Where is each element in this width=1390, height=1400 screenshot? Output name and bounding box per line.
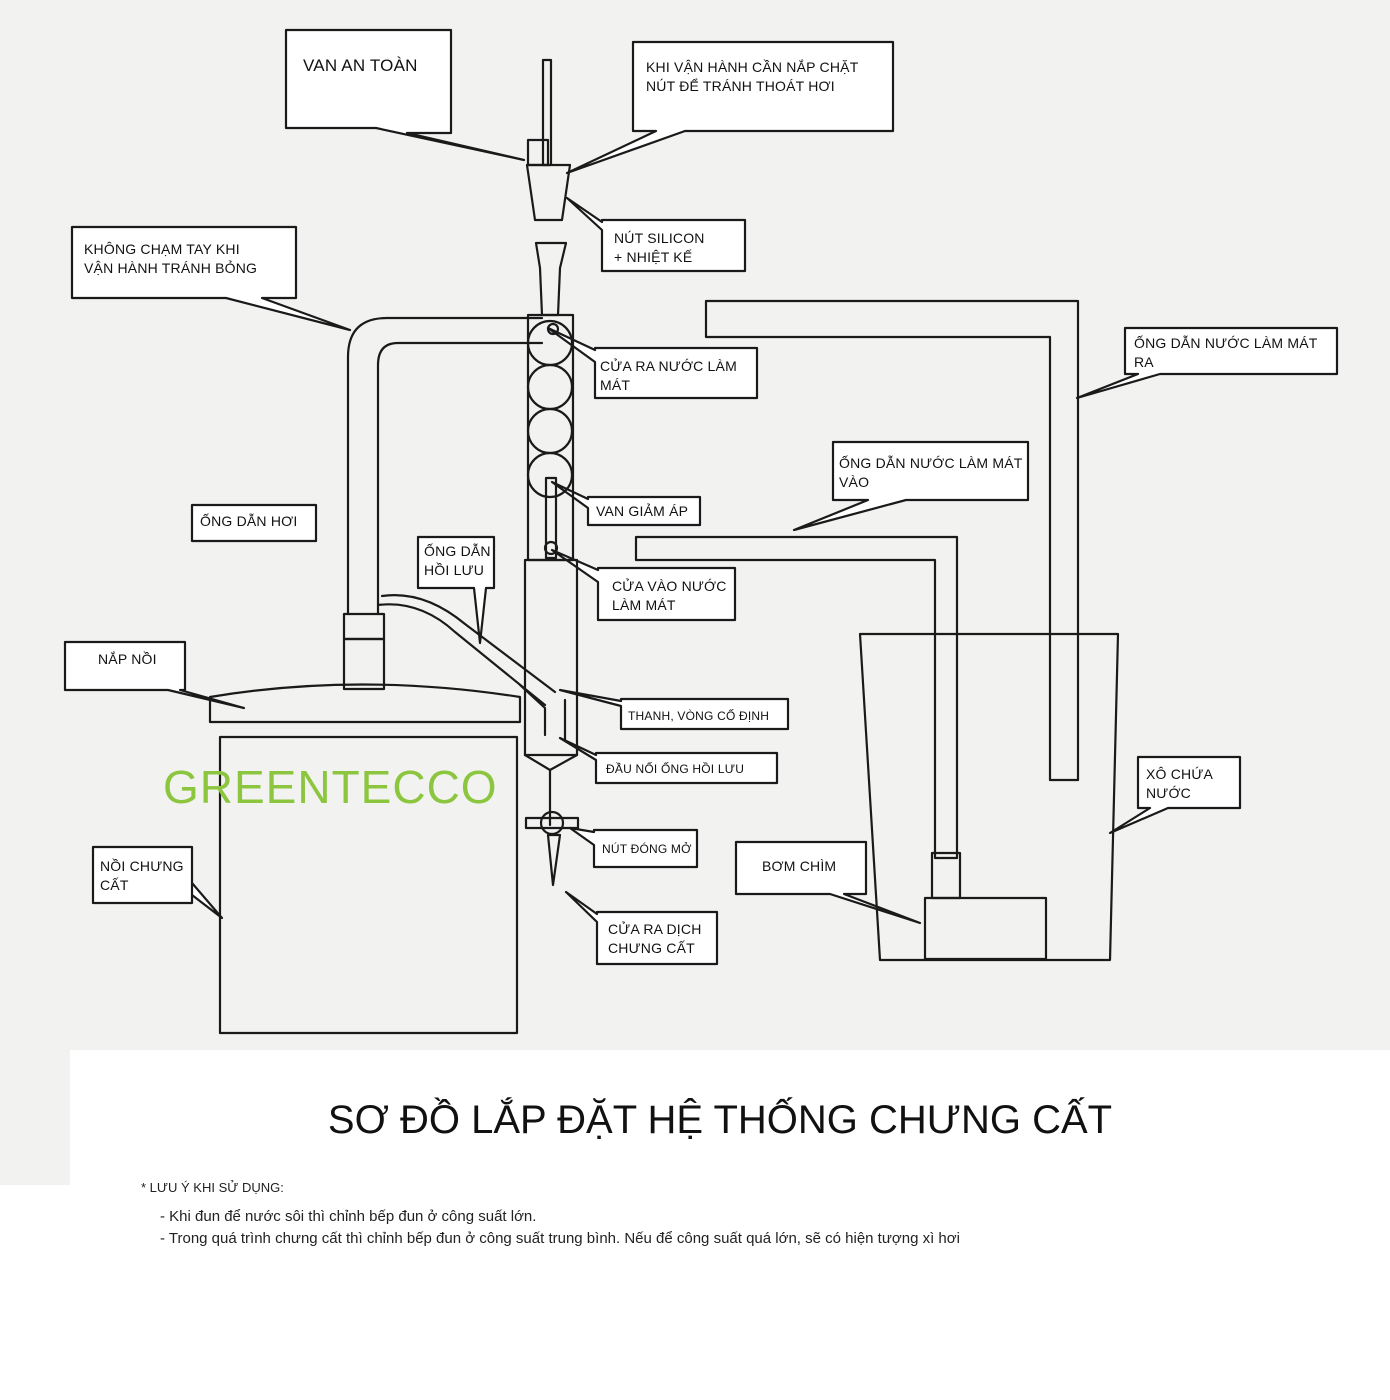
usage-notes-heading: * LƯU Ý KHI SỬ DỤNG:: [141, 1180, 284, 1195]
reflux-pipe: [376, 594, 557, 707]
callout-box-cooling-inlet: [550, 548, 737, 622]
cooling-inlet-port: [543, 540, 559, 556]
on-off-valve-handle: [524, 816, 580, 830]
water-bucket: [858, 632, 1120, 962]
column-coil: [526, 319, 574, 499]
usage-note-item: - Khi đun để nước sôi thì chỉnh bếp đun …: [160, 1208, 537, 1225]
callout-box-seal-plug: [565, 40, 895, 175]
footer-panel: [70, 1050, 1390, 1400]
label-silicone-plug: NÚT SILICON + NHIỆT KẾ: [614, 230, 705, 265]
label-safety-valve: VAN AN TOÀN: [303, 56, 418, 75]
callout-box-safety-valve: [284, 28, 526, 162]
label-water-bucket: XÔ CHỨA NƯỚC: [1146, 766, 1214, 801]
label-reflux-connector: ĐẦU NỐI ỐNG HỒI LƯU: [606, 762, 745, 776]
safety-valve-tip: [526, 138, 550, 167]
label-cooling-inlet: CỬA VÀO NƯỚC LÀM MÁT: [612, 578, 727, 613]
cooling-outlet-port: [546, 322, 560, 336]
watermark: GREENTECCO: [163, 761, 498, 813]
distillate-outlet: [546, 833, 562, 887]
label-seal-plug: KHI VẬN HÀNH CẦN NẮP CHẶT NÚT ĐỂ TRÁNH T…: [646, 59, 859, 94]
column-top-adapter: [534, 241, 568, 317]
callout-box-water-bucket: [1108, 755, 1242, 835]
label-steam-pipe: ỐNG DẪN HƠI: [200, 513, 298, 529]
pot-lid: [208, 683, 522, 724]
callout-box-pump: [734, 840, 922, 925]
label-pump: BƠM CHÌM: [762, 858, 837, 874]
callout-box-cooling-outlet: [546, 326, 759, 400]
callout-boxes: [63, 28, 1339, 966]
callout-box-pressure-valve: [550, 480, 702, 527]
steam-pipe-collar: [342, 637, 386, 691]
on-off-valve-knob: [539, 810, 565, 836]
label-on-off-valve: NÚT ĐÓNG MỞ: [602, 842, 692, 856]
callout-box-silicone-plug: [565, 196, 747, 273]
diagram-title: SƠ ĐỒ LẮP ĐẶT HỆ THỐNG CHƯNG CẤT: [327, 1098, 1113, 1142]
label-pot-lid: NẮP NỒI: [98, 651, 157, 667]
cooling-out-pipe: [704, 299, 1080, 782]
usage-note-item: - Trong quá trình chưng cất thì chỉnh bế…: [160, 1230, 960, 1247]
silicone-stopper: [525, 163, 572, 222]
label-distillate-outlet: CỬA RA DỊCH CHƯNG CẤT: [608, 921, 702, 956]
usage-notes-list: - Khi đun để nước sôi thì chỉnh bếp đun …: [160, 1206, 960, 1250]
lower-chamber: [523, 558, 579, 757]
pressure-valve-tube: [544, 476, 558, 560]
pot-body: [218, 735, 519, 1035]
distillation-apparatus-drawing: [63, 28, 1339, 1035]
callout-box-reflux-pipe: [416, 535, 496, 645]
callout-box-no-touch: [70, 225, 352, 332]
label-cooling-in-pipe: ỐNG DẪN NƯỚC LÀM MÁT VÀO: [839, 455, 1023, 490]
label-pot: NỒI CHƯNG CẤT: [100, 858, 184, 893]
callout-box-fixing-ring: [558, 688, 790, 731]
callout-box-pot: [91, 845, 224, 920]
label-pressure-valve: VAN GIẢM ÁP: [596, 503, 689, 519]
condenser-column: [526, 313, 575, 562]
callout-box-cooling-out-pipe: [1075, 326, 1339, 400]
cooling-in-pipe: [634, 535, 959, 860]
steam-pipe-base: [342, 612, 386, 641]
reflux-connector: [518, 683, 567, 742]
label-reflux-pipe: ỐNG DẪN HỒI LƯU: [424, 543, 491, 578]
callout-box-steam-pipe: [190, 503, 318, 543]
submersible-pump: [923, 896, 1048, 961]
label-cooling-out-pipe: ỐNG DẪN NƯỚC LÀM MÁT RA: [1134, 335, 1318, 370]
label-no-touch: KHÔNG CHẠM TAY KHI VẬN HÀNH TRÁNH BỎNG: [84, 241, 258, 276]
label-cooling-outlet: CỬA RA NƯỚC LÀM MÁT: [600, 358, 737, 393]
steam-pipe: [346, 316, 544, 616]
callout-box-on-off-valve: [568, 826, 699, 869]
callout-box-reflux-connector: [558, 736, 779, 785]
pump-outlet: [930, 851, 962, 900]
callout-box-pot-lid: [63, 640, 246, 710]
chamber-bottom: [523, 753, 579, 772]
label-fixing-ring: THANH, VÒNG CỐ ĐỊNH: [628, 709, 770, 723]
callout-box-distillate-outlet: [564, 890, 719, 966]
callout-box-cooling-in-pipe: [792, 440, 1030, 532]
